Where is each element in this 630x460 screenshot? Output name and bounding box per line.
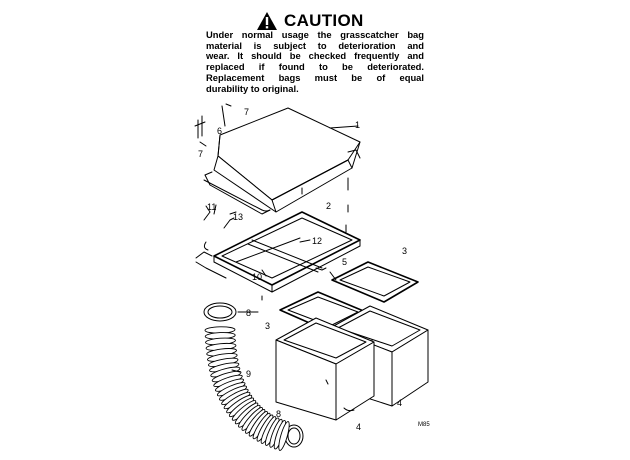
callout-3: 3: [402, 246, 407, 256]
callout-labels: 1 2 3 3 4 4 5 6 7 7 8 9 10 11 12 13 8 M8…: [198, 107, 430, 432]
caution-header: CAUTION: [256, 8, 364, 34]
bag-left: [275, 317, 375, 421]
caution-line: Replacement bags must be of equal: [206, 71, 424, 83]
hose-clamp-bottom: [284, 424, 304, 448]
callout-1: 1: [355, 120, 360, 130]
caution-line: Under normal usage the grasscatcher bag: [206, 29, 424, 40]
callout-11: 11: [207, 202, 216, 212]
flexible-hose: [204, 326, 290, 451]
callout-8: 8: [246, 308, 251, 318]
hose-rib: [278, 421, 290, 451]
callout-5: 5: [342, 257, 347, 267]
figure-code: M85: [418, 422, 430, 428]
upper-frame: [195, 205, 361, 293]
bag-frame-right: [331, 261, 419, 303]
callout-9: 9: [246, 369, 251, 379]
caution-line: material is subject to deterioration and: [206, 39, 424, 51]
callout-7: 7: [198, 149, 203, 159]
callout-7: 7: [244, 107, 249, 117]
warning-triangle-icon: [257, 12, 277, 30]
callout-3: 3: [265, 321, 270, 331]
caution-line: durability to original.: [206, 82, 299, 94]
callout-4: 4: [356, 422, 361, 432]
caution-title: CAUTION: [284, 11, 364, 30]
cover-lid: [194, 103, 361, 215]
caution-line: replaced if found to be deteriorated.: [206, 61, 424, 73]
callout-13: 13: [233, 212, 243, 222]
callout-2: 2: [326, 201, 331, 211]
callout-10: 10: [252, 272, 262, 282]
caution-line: wear. It should be checked frequently an…: [206, 50, 424, 62]
callout-6: 6: [217, 126, 222, 136]
hose-clamp-top: [203, 302, 237, 322]
callout-8: 8: [276, 409, 281, 419]
callout-leaders: [213, 204, 311, 373]
caution-text: Under normal usage the grasscatcher bag …: [206, 29, 424, 94]
callout-4: 4: [397, 398, 402, 408]
callout-12: 12: [312, 236, 322, 246]
